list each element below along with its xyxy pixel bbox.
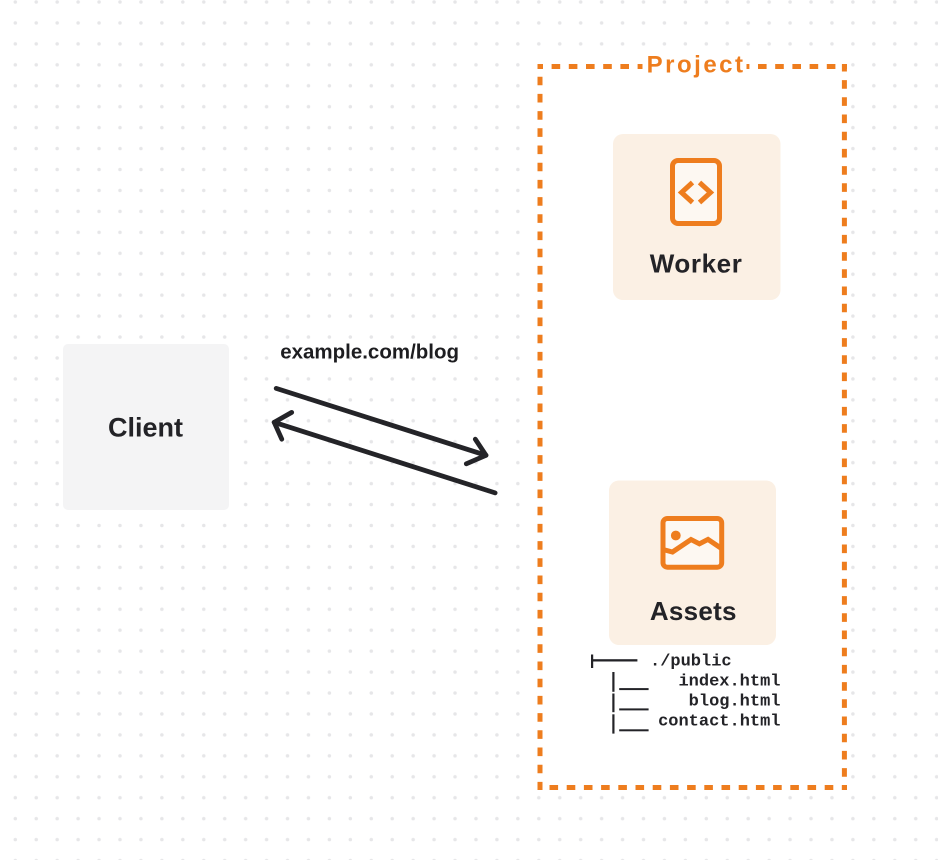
svg-text:index.html: index.html [678,673,780,692]
svg-text:./public: ./public [650,652,732,671]
svg-text:blog.html: blog.html [689,693,781,712]
svg-text:Worker: Worker [650,248,743,278]
svg-text:Assets: Assets [650,596,737,626]
svg-text:example.com/blog: example.com/blog [280,340,459,363]
svg-text:contact.html: contact.html [658,713,780,732]
svg-text:Client: Client [108,413,183,443]
svg-text:Project: Project [647,52,746,79]
